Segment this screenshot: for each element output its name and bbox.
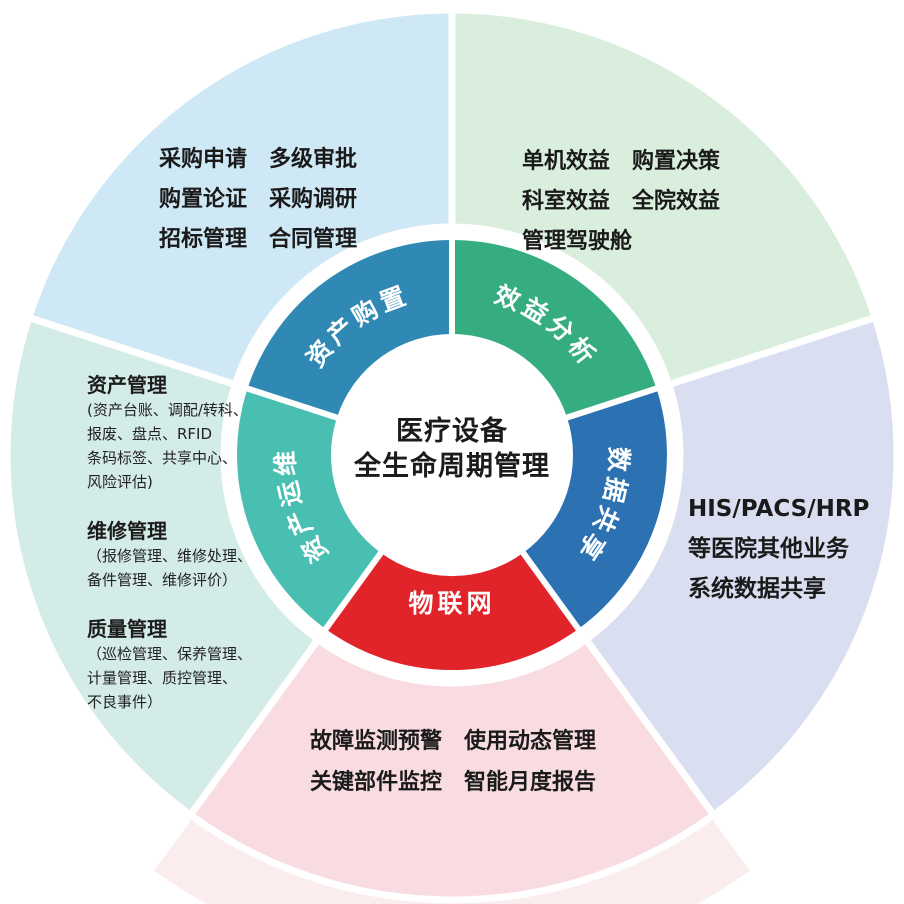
operations-detail-line: (资产台账、调配/转科、 [87,401,248,419]
sector-iot-outer [185,634,719,904]
operations-details: 资产管理 (资产台账、调配/转科、 报废、盘点、RFID 条码标签、共享中心、 … [87,372,277,714]
benefit-line: 单机效益 购置决策 [522,149,721,174]
operations-section-title: 资产管理 [87,373,167,397]
ring-segment-operations [231,383,387,636]
iot-line: 关键部件监控 智能月度报告 [309,770,596,795]
procurement-line: 采购申请 多级审批 [158,147,357,172]
ring-segment-iot [319,546,585,676]
iot-details: 故障监测预警 使用动态管理 关键部件监控 智能月度报告 [273,721,633,803]
data-sharing-line: 等医院其他业务 [688,536,849,562]
sector-operations-outer [3,313,323,820]
sector-benefit-outer [448,6,880,390]
procurement-details: 采购申请 多级审批 购置论证 采购调研 招标管理 合同管理 [108,140,408,260]
benefit-line: 管理驾驶舱 [522,229,633,254]
data-sharing-line: 系统数据共享 [688,576,826,602]
ring-segment-benefit [449,233,664,423]
ring-label-iot: 物联网 [408,589,495,618]
operations-section-title: 维修管理 [87,519,167,543]
operations-section-title: 质量管理 [87,617,167,641]
ring-segment-procurement [240,233,455,423]
operations-detail-line: 条码标签、共享中心、 [87,449,238,467]
sector-procurement-outer [24,6,456,390]
operations-detail-line: 备件管理、维修评价） [87,571,238,589]
benefit-line: 科室效益 全院效益 [522,189,721,214]
operations-detail-line: （巡检管理、保养管理、 [87,645,253,663]
operations-detail-line: 不良事件） [87,693,163,711]
iot-line: 故障监测预警 使用动态管理 [309,729,596,754]
procurement-line: 购置论证 采购调研 [158,187,357,212]
data-sharing-line: HIS/PACS/HRP [688,496,870,522]
center-title: 医疗设备 全生命周期管理 [302,414,602,484]
procurement-line: 招标管理 合同管理 [158,227,357,252]
center-title-line2: 全生命周期管理 [354,451,550,482]
sector-data-sharing-outer [581,313,901,820]
operations-detail-line: 报废、盘点、RFID [87,425,213,443]
operations-detail-line: 风险评估) [87,473,153,491]
data-sharing-details: HIS/PACS/HRP 等医院其他业务 系统数据共享 [688,489,888,609]
benefit-details: 单机效益 购置决策 科室效益 全院效益 管理驾驶舱 [522,142,842,262]
center-title-line1: 医疗设备 [396,416,508,447]
ring-segment-data-sharing [517,383,673,636]
operations-detail-line: 计量管理、质控管理、 [87,669,238,687]
operations-detail-line: （报修管理、维修处理、 [87,547,253,565]
